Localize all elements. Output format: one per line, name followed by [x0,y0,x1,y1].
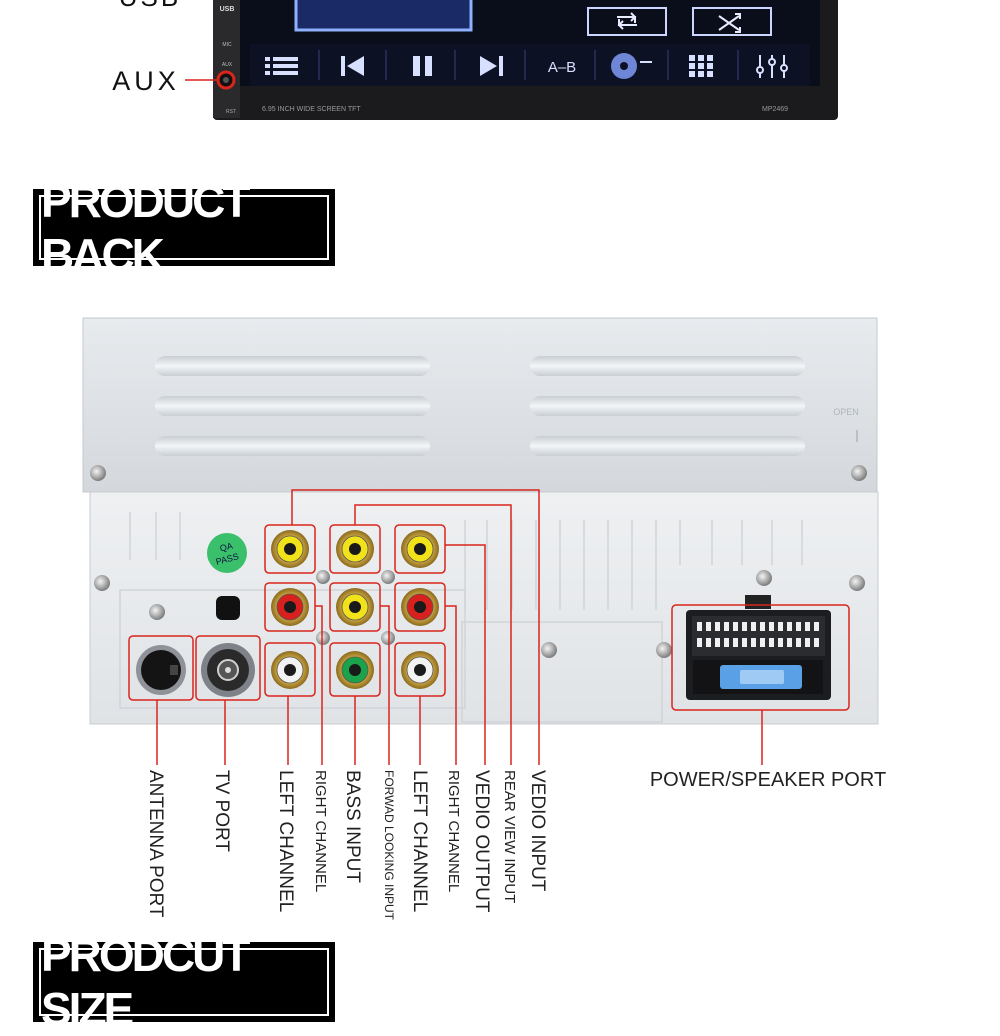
open-label: OPEN [833,407,859,417]
power-speaker-port-label: POWER/SPEAKER PORT [650,769,886,791]
shuffle-icon [718,13,741,33]
connector-pin [805,638,810,647]
bass-input-label: BASS INPUT [342,770,363,883]
aux-port-label: AUX [222,62,233,68]
rca-jack-bass-input[interactable] [336,651,374,689]
connector-pin [742,622,747,631]
connector-pin [769,638,774,647]
connector-pin [778,638,783,647]
video-input-label: VEDIO INPUT [527,770,548,892]
connector-labels: ANTENNA PORT TV PORT LEFT CHANNEL RIGHT … [145,770,548,921]
screw-icons [90,465,867,658]
product-diagram: A–B USB MIC AUX RST 6.95 INCH WIDE SCREE… [82,0,886,921]
rca-jack-group [271,530,439,689]
product-back-heading: PRODUCT BACK [33,175,335,281]
callout-lines [128,489,850,765]
connector-pin [733,638,738,647]
rca-jack-right-channel-1[interactable] [271,588,309,626]
model-number: MP2469 [762,106,788,113]
antenna-port[interactable] [136,645,186,695]
rca-jack-left-channel-2[interactable] [401,651,439,689]
ab-repeat-label[interactable]: A–B [548,59,576,76]
connector-pin [814,622,819,631]
aux-callout-label: AUX [112,66,180,96]
tv-port[interactable] [201,643,255,697]
equalizer-icon[interactable] [756,55,788,78]
connector-pin [724,622,729,631]
product-back-title: PRODUCT BACK [39,175,329,281]
usb-port-label: USB [220,6,235,13]
rca-jack-right-channel-2[interactable] [401,588,439,626]
qa-pass-sticker [207,533,247,573]
connector-pin [760,622,765,631]
connector-pin [724,638,729,647]
connector-pin [787,638,792,647]
forward-looking-input-label: FORWAD LOOKING INPUT [382,770,396,921]
left-channel-label-1: LEFT CHANNEL [275,770,296,912]
left-channel-label-2: LEFT CHANNEL [409,770,430,912]
grid-icon[interactable] [689,55,713,77]
connector-pin [706,638,711,647]
rca-jack-rear-view-input[interactable] [336,530,374,568]
shuffle-button[interactable] [692,7,772,36]
mic-label: MIC [222,42,232,48]
disc-icon[interactable] [611,53,652,79]
rca-jack-forward-looking-input[interactable] [336,588,374,626]
connector-pin [706,622,711,631]
product-size-title: PRODCUT SIZE [39,929,329,1035]
qa-label: QA [219,541,234,554]
repeat-icon [617,12,637,30]
connector-pin [796,638,801,647]
right-channel-label-1: RIGHT CHANNEL [312,770,329,892]
product-size-heading: PRODCUT SIZE [33,929,335,1035]
screen-caption: 6.95 INCH WIDE SCREEN TFT [262,106,361,113]
next-icon[interactable] [480,56,503,76]
plug-hole [216,596,240,620]
connector-pin [751,638,756,647]
rca-jack-video-input[interactable] [271,530,309,568]
connector-pin [697,622,702,631]
antenna-port-label: ANTENNA PORT [145,770,166,918]
rst-label: RST [226,109,236,115]
connector-pin [787,622,792,631]
connector-pin [805,622,810,631]
usb-callout-label: USB [119,0,181,12]
connector-pin [733,622,738,631]
back-panel: OPEN QA PASS [82,317,879,725]
connector-pin [796,622,801,631]
pause-icon[interactable] [413,56,432,76]
connector-pin [778,622,783,631]
right-channel-label-2: RIGHT CHANNEL [445,770,462,892]
rca-jack-left-channel-1[interactable] [271,651,309,689]
tv-port-label: TV PORT [211,770,232,852]
vent-slots [155,356,805,456]
rca-jack-video-output[interactable] [401,530,439,568]
connector-pin [715,638,720,647]
connector-pin [751,622,756,631]
connector-pin [769,622,774,631]
head-unit-front: A–B USB MIC AUX RST 6.95 INCH WIDE SCREE… [213,0,838,120]
power-speaker-port[interactable] [686,595,831,700]
video-output-label: VEDIO OUTPUT [471,770,492,913]
rear-view-input-label: REAR VIEW INPUT [501,770,518,903]
repeat-button[interactable] [587,7,667,36]
connector-pin [760,638,765,647]
connector-pin [715,622,720,631]
connector-pin [697,638,702,647]
list-icon[interactable] [265,57,298,75]
screen-window [294,0,473,32]
connector-pin [814,638,819,647]
previous-icon[interactable] [341,56,364,76]
connector-pin [742,638,747,647]
